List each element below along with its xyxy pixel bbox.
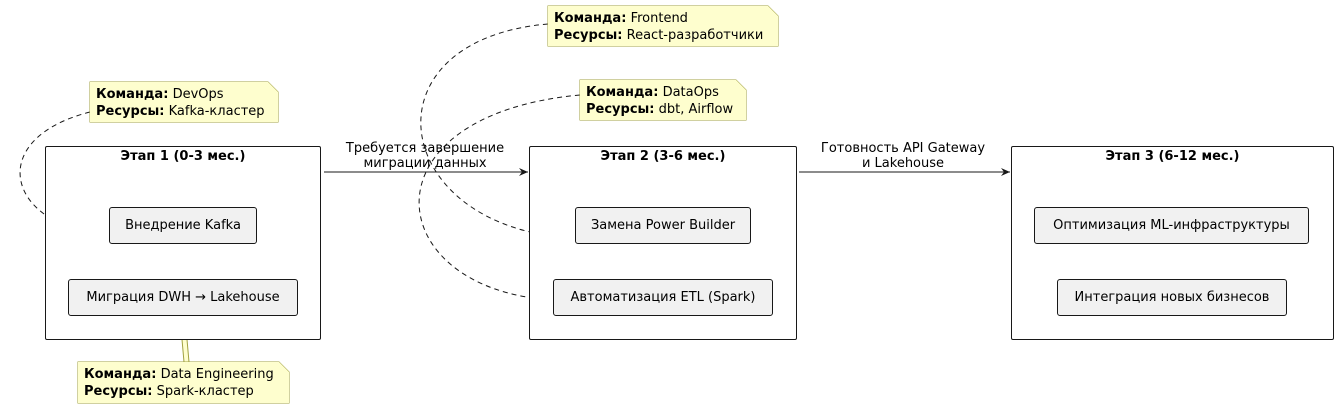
note-dataops-team: DataOps [662,85,719,100]
note-frontend-team: Frontend [630,11,688,26]
stage-2-title: Этап 2 (3-6 мес.) [600,149,726,164]
task-dwh-migration: Миграция DWH → Lakehouse [68,279,298,316]
task-etl-automation: Автоматизация ETL (Spark) [553,279,773,316]
transition-label-2-line1: Готовность API Gateway [820,141,986,156]
note-frontend: Команда: Frontend Ресурсы: React-разрабо… [548,6,778,46]
note-dataops-resources: dbt, Airflow [658,102,734,117]
note-link-dataops [418,94,581,301]
note-data-engineering-team: Data Engineering [160,367,274,382]
transition-label-1: Требуется завершение миграции данных [330,141,520,171]
transition-label-1-line2: миграции данных [363,156,487,171]
note-data-engineering-resources-label: Ресурсы: [84,384,153,399]
note-devops-team-label: Команда: [96,87,169,102]
note-dataops-resources-label: Ресурсы: [586,102,655,117]
stage-3-title: Этап 3 (6-12 мес.) [1105,149,1240,164]
note-dataops-team-label: Команда: [586,85,659,100]
note-devops: Команда: DevOps Ресурсы: Kafka-кластер [90,82,278,122]
note-devops-resources-label: Ресурсы: [96,104,165,119]
note-dataops: Команда: DataOps Ресурсы: dbt, Airflow [580,80,746,120]
transition-label-1-line1: Требуется завершение [345,141,505,156]
note-link-frontend [420,23,576,239]
note-frontend-resources-label: Ресурсы: [554,28,623,43]
task-kafka: Внедрение Kafka [109,207,257,244]
task-new-business-integration: Интеграция новых бизнесов [1057,279,1287,316]
note-data-engineering-resources: Spark-кластер [156,384,254,399]
stage-1-title: Этап 1 (0-3 мес.) [120,149,246,164]
task-power-builder: Замена Power Builder [575,207,751,244]
note-devops-team: DevOps [172,87,224,102]
note-data-engineering: Команда: Data Engineering Ресурсы: Spark… [78,362,289,403]
note-frontend-team-label: Команда: [554,11,627,26]
note-devops-resources: Kafka-кластер [168,104,265,119]
note-frontend-resources: React-разработчики [626,28,764,43]
note-data-engineering-team-label: Команда: [84,367,157,382]
transition-label-2-line2: и Lakehouse [861,156,945,171]
task-ml-optimization: Оптимизация ML-инфраструктуры [1034,207,1309,244]
transition-label-2: Готовность API Gateway и Lakehouse [808,141,998,171]
